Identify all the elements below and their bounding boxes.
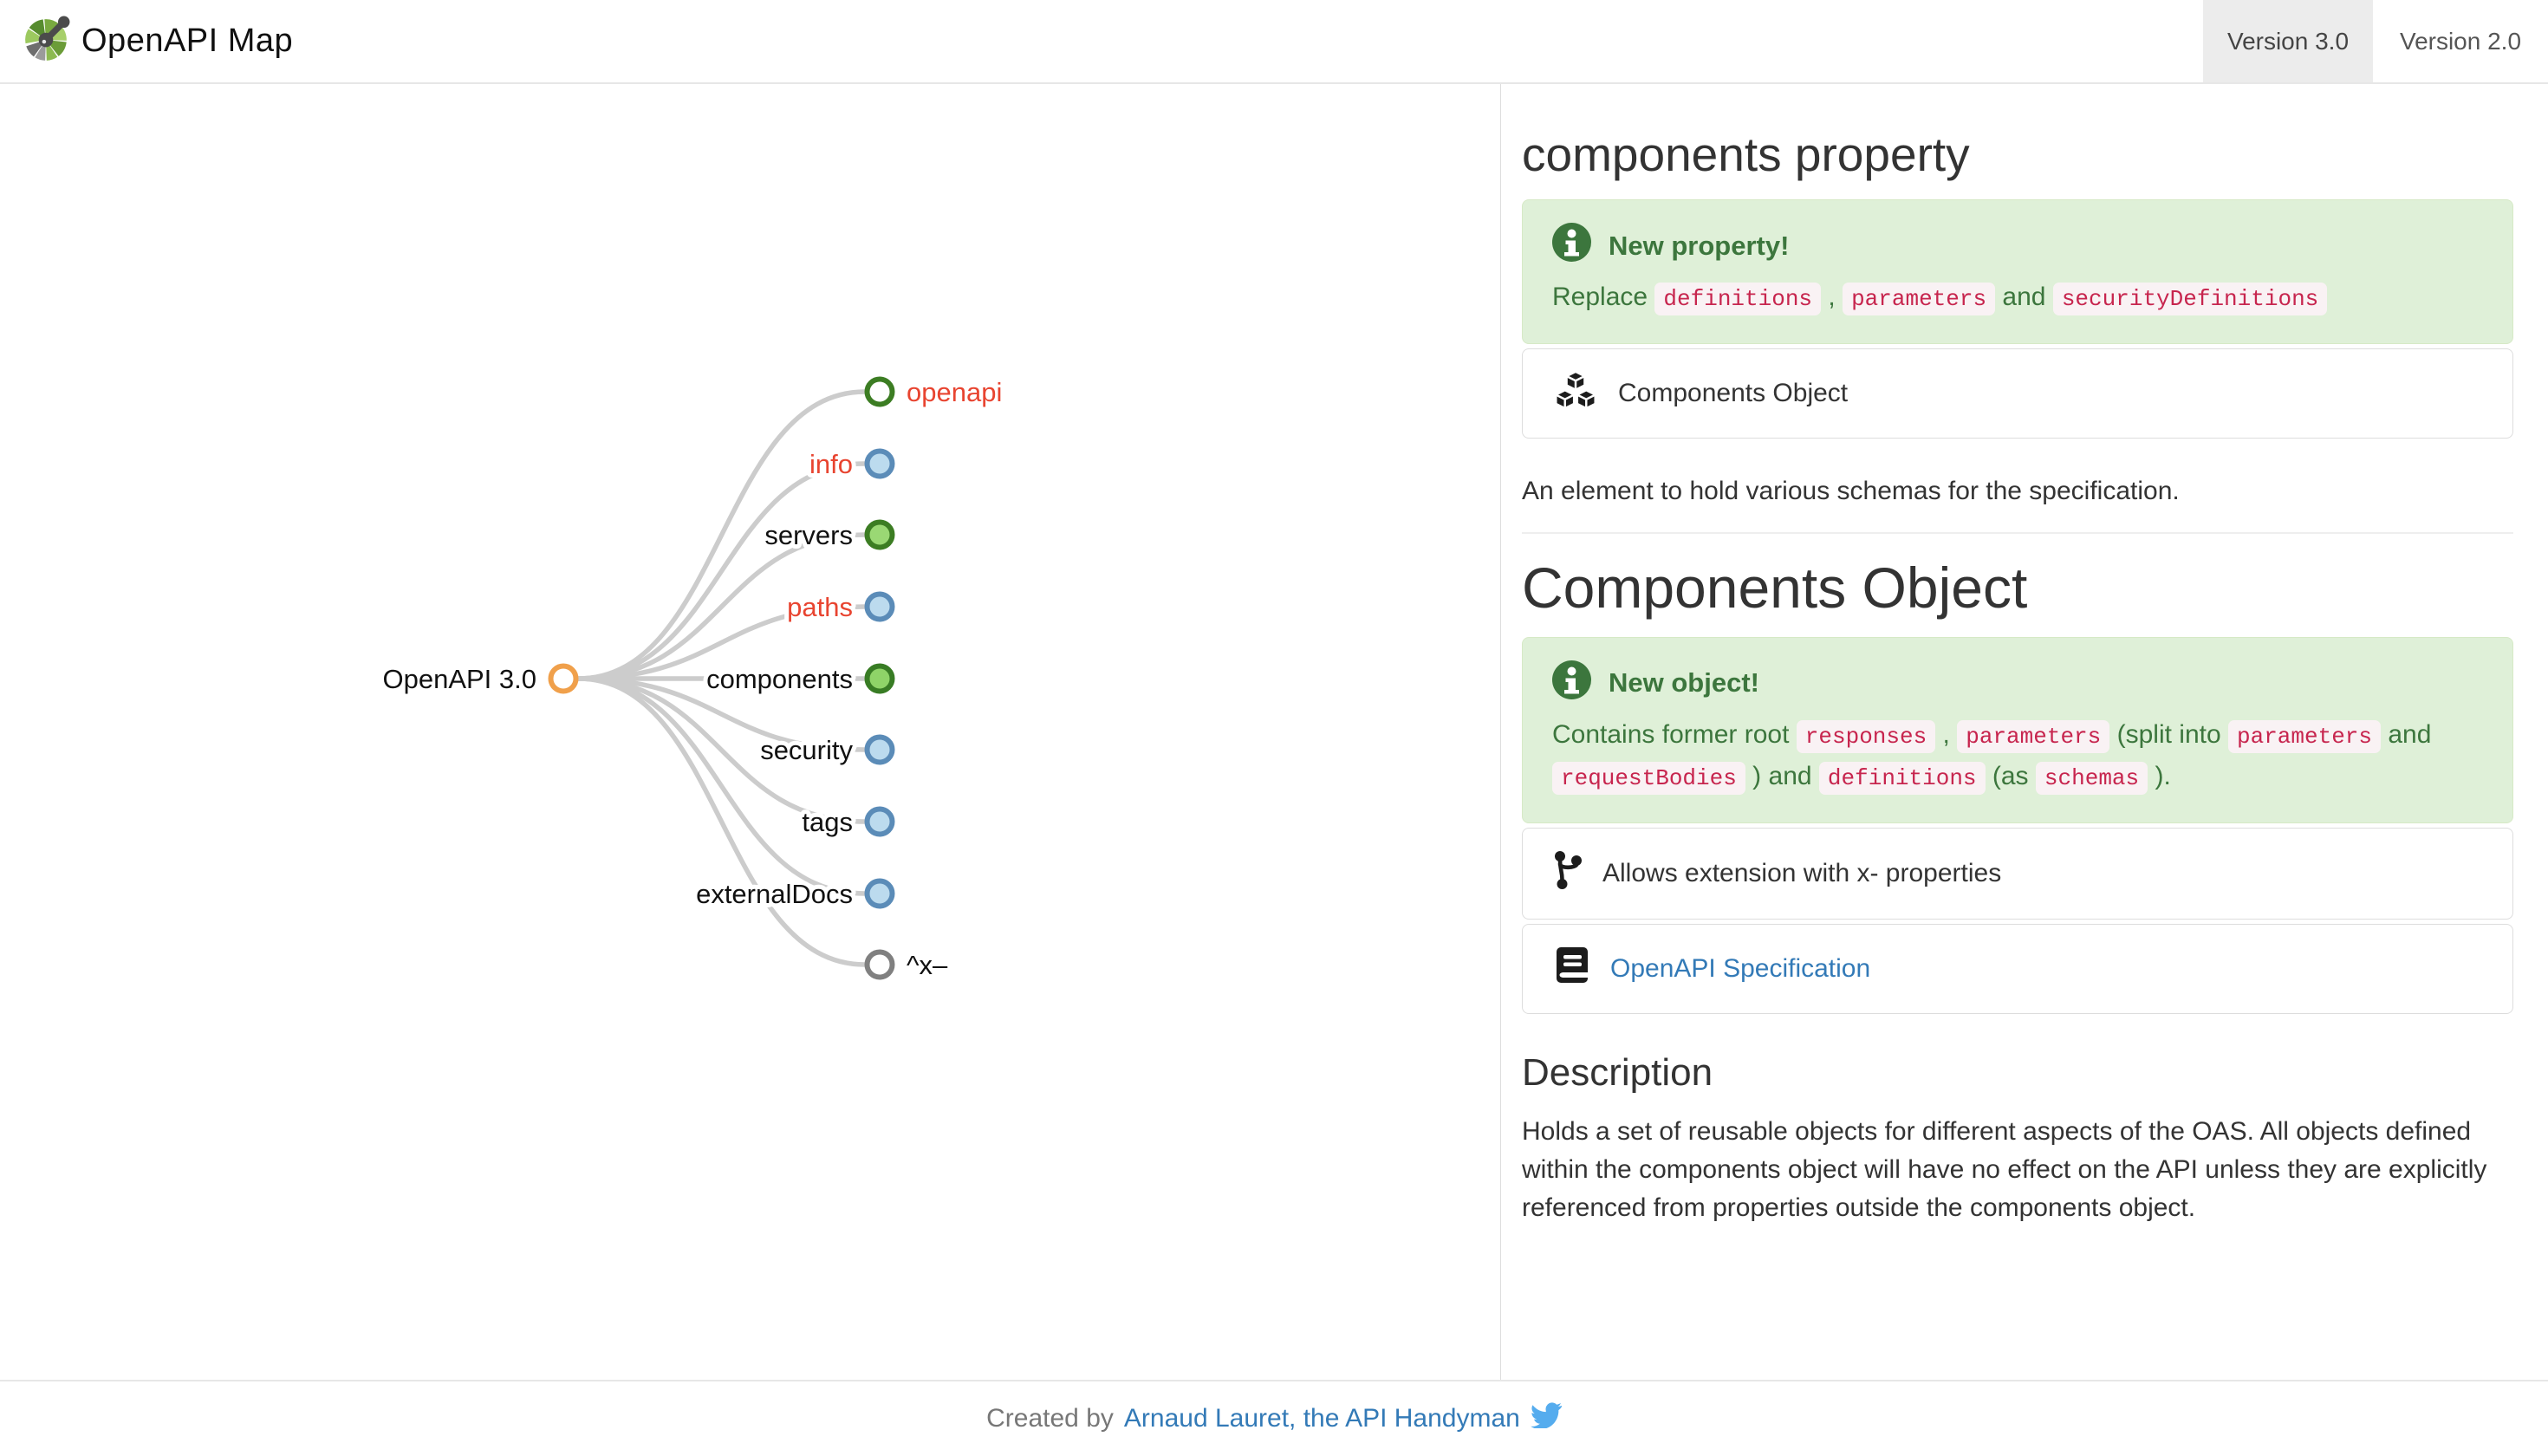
tree-node-OpenAPI30[interactable]: OpenAPI 3.0 [378,660,579,699]
code-chip: definitions [1818,761,1986,795]
list-item-openapi-specification[interactable]: OpenAPI Specification [1522,923,2513,1014]
author-link[interactable]: Arnaud Lauret, the API Handyman [1123,1404,1520,1433]
tree-node-circle[interactable] [864,663,895,694]
details-panel: components property New property! Replac… [1500,84,2548,1380]
tree-link [577,389,866,681]
tree-node-label[interactable]: servers [760,516,857,555]
object-heading: Components Object [1522,556,2028,621]
tree-link [577,604,866,681]
tree-node-components[interactable]: components [702,660,895,699]
code-fork-icon [1552,849,1583,898]
list-item-label: Allows extension with x- properties [1602,858,2002,887]
brand-title: OpenAPI Map [81,23,294,59]
tree-node-tags[interactable]: tags [797,803,895,842]
property-heading: components property [1522,127,1970,181]
tree-node-label[interactable]: info [805,445,857,484]
code-chip: definitions [1654,283,1822,316]
tab-version-2[interactable]: Version 2.0 [2399,27,2522,55]
tree-node-circle[interactable] [548,663,579,694]
navbar: OpenAPI Map Version 3.0 Version 2.0 [0,0,2548,84]
tree-link [577,676,866,967]
openapi-map-logo-icon [23,15,71,68]
alert-text: ) and [1745,761,1819,790]
tree-node-label[interactable]: openapi [902,373,1006,412]
tree-node-label[interactable]: paths [783,588,857,627]
tree-link [577,676,866,824]
new-object-alert: New object! Contains former root respons… [1522,636,2513,823]
alert-text: , [1821,283,1843,312]
twitter-icon[interactable] [1530,1402,1562,1435]
alert-text: Replace [1552,283,1655,312]
alert-text: and [2381,719,2432,749]
code-chip: schemas [2035,761,2148,795]
tree-node-x[interactable]: ^x– [864,946,952,985]
alert-text: (split into [2109,719,2228,749]
tree-node-circle[interactable] [864,806,895,837]
tree-node-circle[interactable] [864,448,895,479]
tree-node-circle[interactable] [864,949,895,980]
tree-node-circle[interactable] [864,376,895,407]
cubes-icon [1552,370,1599,417]
tree-node-circle[interactable] [864,519,895,550]
brand-link[interactable]: OpenAPI Map [23,0,293,82]
tree-node-label[interactable]: components [702,660,857,699]
info-circle-icon [1552,223,1591,269]
list-item-label: Components Object [1618,379,1849,408]
tree-node-security[interactable]: security [756,731,895,770]
tree-node-info[interactable]: info [805,445,895,484]
tab-version-3[interactable]: Version 3.0 [2203,0,2373,82]
tree-link [577,461,866,681]
tree-node-label[interactable]: externalDocs [692,874,857,913]
tree-link [577,676,866,752]
tree-node-label[interactable]: security [756,731,857,770]
alert-text: , [1935,719,1958,749]
alert-body: Contains former root responses , paramet… [1552,715,2483,798]
alert-title: New object! [1609,667,1759,699]
new-property-alert: New property! Replace definitions , para… [1522,199,2513,345]
footer: Created by Arnaud Lauret, the API Handym… [0,1380,2548,1456]
tree-link [577,532,866,681]
code-chip: requestBodies [1552,761,1745,795]
tree-link [577,676,866,896]
tree-node-openapi[interactable]: openapi [864,373,1006,412]
alert-text: Contains former root [1552,719,1797,749]
property-summary: An element to hold various schemas for t… [1522,477,2180,506]
alert-text: and [1995,283,2053,312]
section-divider [1522,532,2513,535]
tree-node-label[interactable]: OpenAPI 3.0 [378,660,541,699]
code-chip: parameters [1843,283,1996,316]
book-icon [1552,946,1591,992]
alert-title: New property! [1609,230,1790,261]
code-chip: responses [1796,719,1936,753]
list-item-x-properties: Allows extension with x- properties [1522,827,2513,920]
alert-body: Replace definitions , parameters and sec… [1552,277,2483,319]
tree-node-circle[interactable] [864,734,895,765]
description-heading: Description [1522,1050,1713,1094]
description-text: Holds a set of reusable objects for diff… [1522,1117,2487,1223]
tree-node-servers[interactable]: servers [760,516,895,555]
alert-text: (as [1985,761,2036,790]
openapi-tree-diagram: OpenAPI 3.0 openapi info servers paths compon… [0,84,1500,1380]
code-chip: parameters [2227,719,2382,753]
tree-node-label[interactable]: tags [797,803,857,842]
code-chip: parameters [1957,719,2110,753]
info-circle-icon [1552,660,1591,706]
tree-node-circle[interactable] [864,878,895,909]
tree-node-externalDocs[interactable]: externalDocs [692,874,895,913]
tree-node-circle[interactable] [864,591,895,622]
list-item-components-object: Components Object [1522,348,2513,439]
tree-node-label[interactable]: ^x– [902,946,952,985]
alert-text: ). [2148,761,2171,790]
openapi-specification-link[interactable]: OpenAPI Specification [1610,953,1871,983]
tree-node-paths[interactable]: paths [783,588,895,627]
code-chip: securityDefinitions [2052,283,2328,316]
footer-credit-text: Created by [986,1404,1114,1433]
